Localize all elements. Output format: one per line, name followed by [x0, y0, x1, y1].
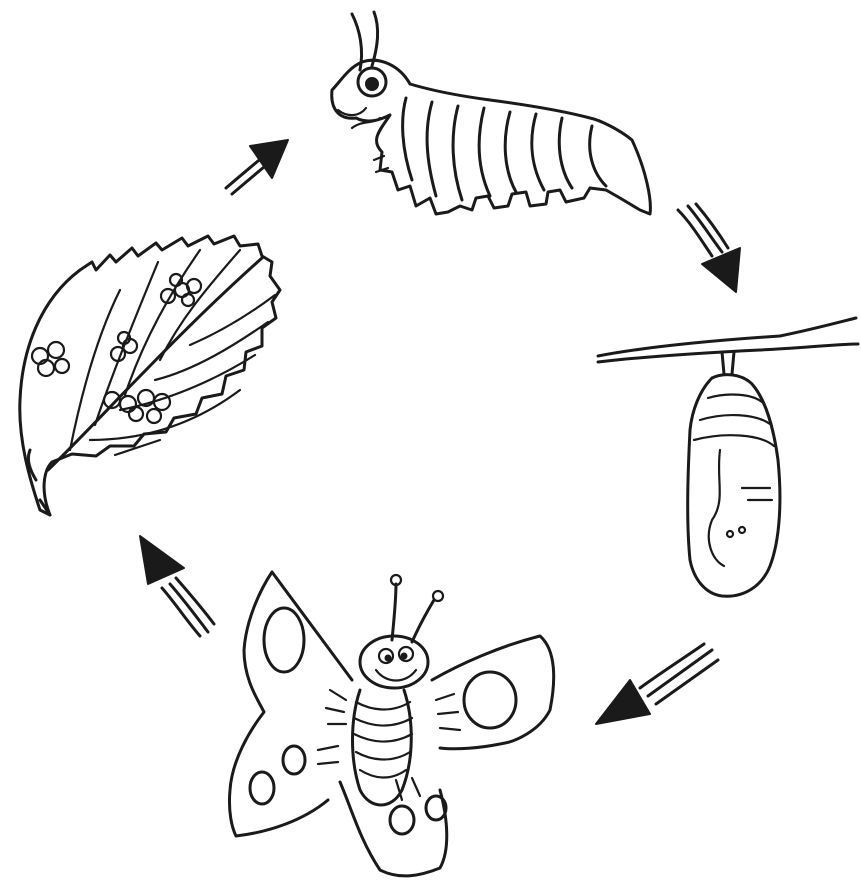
arrow-eggs-to-caterpillar: [226, 140, 288, 194]
chrysalis-icon: [598, 318, 858, 596]
butterfly-icon: [229, 572, 553, 876]
leaf-with-eggs-icon: [20, 236, 280, 515]
arrow-caterpillar-to-chrysalis: [678, 204, 740, 292]
arrow-butterfly-to-eggs: [140, 536, 214, 636]
caterpillar-icon: [332, 12, 651, 214]
arrow-chrysalis-to-butterfly: [596, 644, 718, 724]
